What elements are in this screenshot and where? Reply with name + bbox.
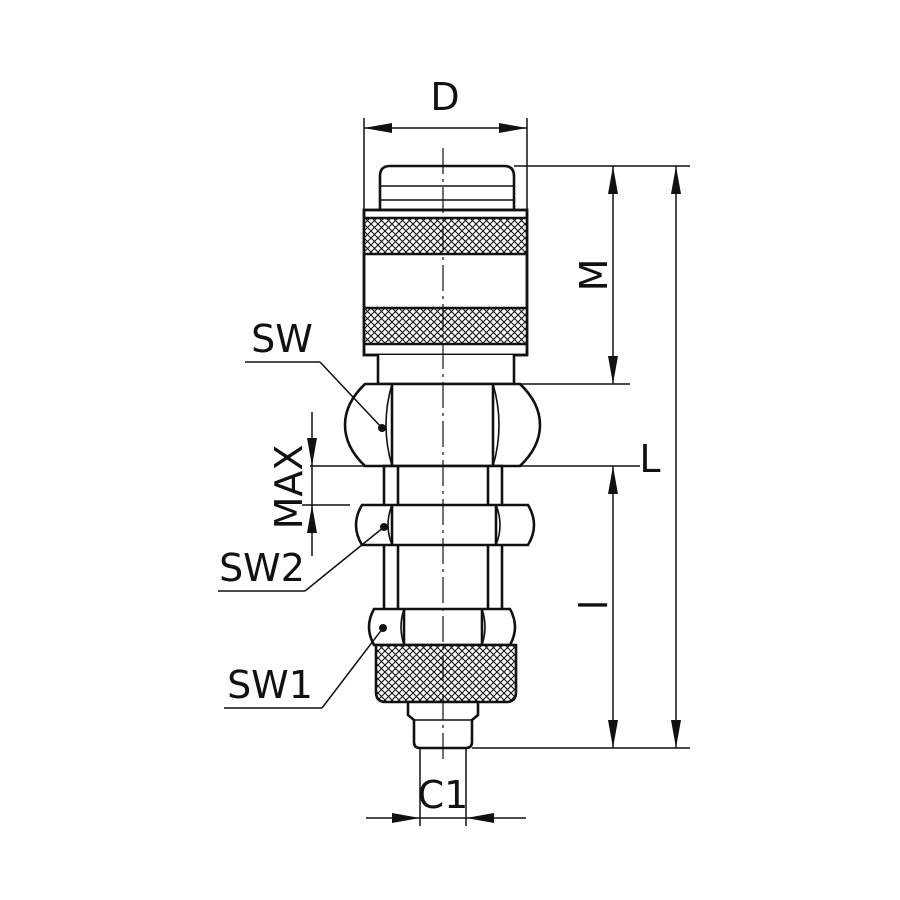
label-m: M bbox=[572, 259, 616, 292]
dimension-d bbox=[363, 118, 528, 210]
dimension-max bbox=[307, 412, 317, 556]
extension-lines bbox=[302, 165, 690, 749]
label-d: D bbox=[430, 75, 459, 119]
coupling-sleeve bbox=[362, 208, 529, 357]
dimension-m bbox=[608, 166, 618, 384]
label-l-small: l bbox=[572, 600, 616, 611]
label-sw: SW bbox=[251, 317, 313, 361]
label-sw2: SW2 bbox=[219, 546, 305, 590]
hex-nut-sw2 bbox=[354, 503, 536, 547]
label-c1: C1 bbox=[418, 773, 469, 817]
dimension-l-total bbox=[671, 166, 681, 748]
label-sw1: SW1 bbox=[227, 663, 313, 707]
label-l-total: L bbox=[639, 437, 660, 481]
knurled-hose-sleeve bbox=[374, 643, 518, 704]
dimension-l-small bbox=[608, 466, 618, 748]
hex-nut-sw1 bbox=[367, 607, 517, 647]
leader-sw1 bbox=[224, 624, 387, 709]
leader-sw2 bbox=[218, 523, 388, 592]
coupling-top-nipple bbox=[378, 164, 516, 212]
dimension-c1 bbox=[366, 748, 526, 826]
leader-sw bbox=[245, 361, 386, 432]
label-max: MAX bbox=[267, 445, 311, 530]
coupling-neck bbox=[376, 355, 516, 386]
